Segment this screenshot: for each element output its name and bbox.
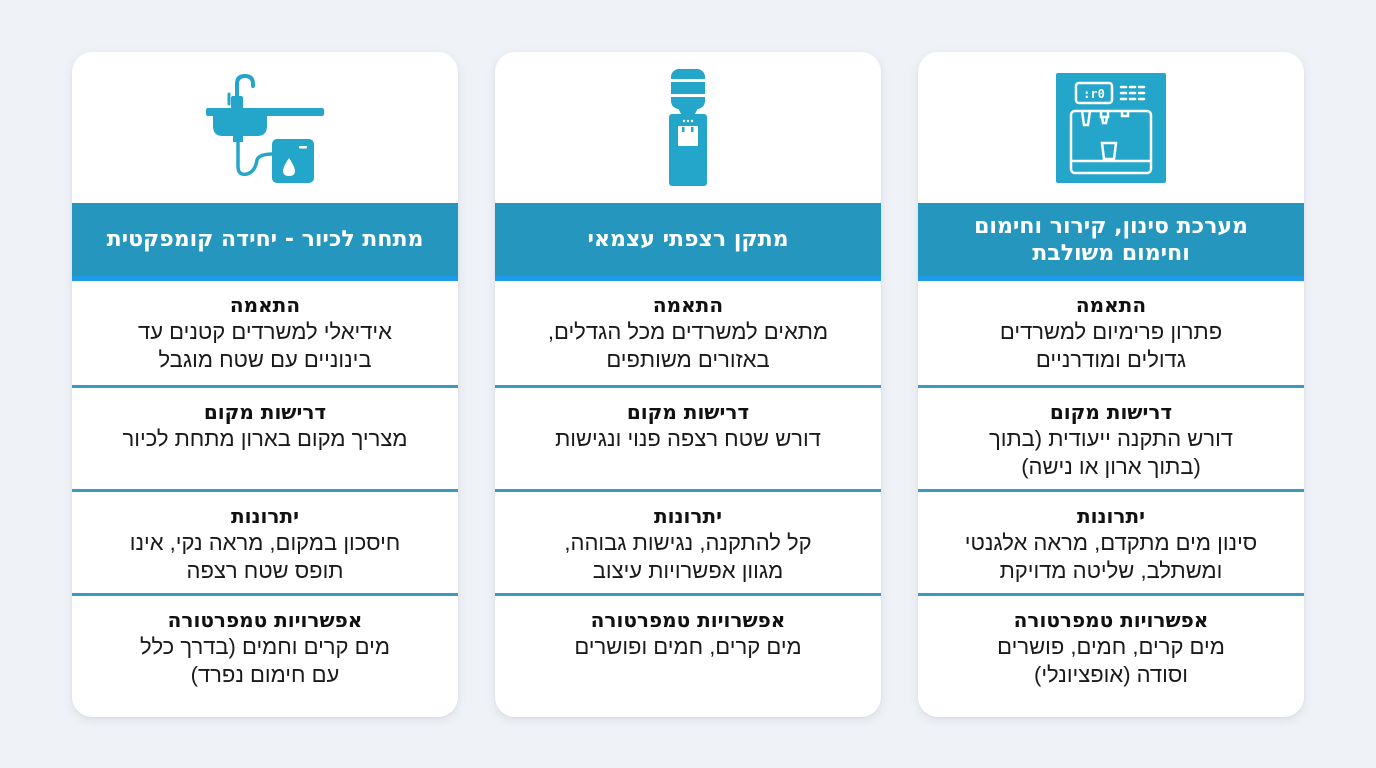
section-text: דורש שטח רצפה פנוי ונגישות (555, 426, 821, 451)
section-title: התאמה (229, 293, 301, 317)
section-text: מתאים למשרדים מכל הגדלים, באזורים משותפי… (547, 319, 829, 372)
section-title: יתרונות (1076, 504, 1146, 528)
section-text: חיסכון במקום, מראה נקי, אינו תופס שטח רצ… (129, 530, 401, 583)
section-temperature-options: אפשרויות טמפרטורה מים קרים, חמים ופושרים (495, 596, 881, 717)
card-icon-area (72, 52, 458, 203)
comparison-cards: r0: מערכת סינון, קירור וחימום וחימום משו… (72, 52, 1304, 717)
section-text: קל להתקנה, נגישות גבוהה, מגוון אפשרויות … (564, 530, 812, 583)
svg-text:r0:: r0: (1083, 87, 1105, 101)
card-header: מתחת לכיור - יחידה קומפקטית (72, 203, 458, 281)
water-cooler-icon (668, 68, 708, 188)
card-integrated-system: r0: מערכת סינון, קירור וחימום וחימום משו… (918, 52, 1304, 717)
section-suitability: התאמה מתאים למשרדים מכל הגדלים, באזורים … (495, 281, 881, 388)
card-floor-dispenser: מתקן רצפתי עצמאי התאמה מתאים למשרדים מכל… (495, 52, 881, 717)
section-title: התאמה (652, 293, 724, 317)
card-icon-area (495, 52, 881, 203)
section-text: מים קרים, חמים, פושרים וסודה (אופציונלי) (997, 634, 1225, 687)
section-title: אפשרויות טמפרטורה (1013, 608, 1209, 632)
section-advantages: יתרונות קל להתקנה, נגישות גבוהה, מגוון א… (495, 492, 881, 596)
section-text: מים קרים וחמים (בדרך כלל עם חימום נפרד) (140, 634, 390, 687)
card-icon-area: r0: (918, 52, 1304, 203)
section-space-requirements: דרישות מקום דורש שטח רצפה פנוי ונגישות (495, 388, 881, 492)
section-temperature-options: אפשרויות טמפרטורה מים קרים וחמים (בדרך כ… (72, 596, 458, 717)
card-title: מתקן רצפתי עצמאי (587, 227, 789, 252)
card-header: מתקן רצפתי עצמאי (495, 203, 881, 281)
section-suitability: התאמה פתרון פרימיום למשרדים גדולים ומודר… (918, 281, 1304, 388)
section-title: אפשרויות טמפרטורה (590, 608, 786, 632)
section-title: דרישות מקום (626, 400, 750, 424)
under-sink-unit-icon (205, 72, 325, 184)
section-space-requirements: דרישות מקום דורש התקנה ייעודית (בתוך (בת… (918, 388, 1304, 492)
section-text: אידיאלי למשרדים קטנים עד בינוניים עם שטח… (138, 319, 392, 372)
section-advantages: יתרונות חיסכון במקום, מראה נקי, אינו תופ… (72, 492, 458, 596)
section-text: מים קרים, חמים ופושרים (574, 634, 802, 659)
section-title: אפשרויות טמפרטורה (167, 608, 363, 632)
section-title: יתרונות (230, 504, 300, 528)
section-title: יתרונות (653, 504, 723, 528)
section-text: מצריך מקום בארון מתחת לכיור (122, 426, 408, 451)
integrated-dispenser-icon: r0: (1056, 72, 1166, 183)
section-suitability: התאמה אידיאלי למשרדים קטנים עד בינוניים … (72, 281, 458, 388)
section-temperature-options: אפשרויות טמפרטורה מים קרים, חמים, פושרים… (918, 596, 1304, 717)
card-title: מתחת לכיור - יחידה קומפקטית (106, 227, 424, 252)
section-text: סינון מים מתקדם, מראה אלגנטי ומשתלב, שלי… (964, 530, 1258, 583)
section-title: דרישות מקום (1049, 400, 1173, 424)
section-advantages: יתרונות סינון מים מתקדם, מראה אלגנטי ומש… (918, 492, 1304, 596)
section-text: פתרון פרימיום למשרדים גדולים ומודרניים (999, 319, 1223, 372)
section-text: דורש התקנה ייעודית (בתוך (בתוך ארון או נ… (988, 426, 1233, 479)
card-header: מערכת סינון, קירור וחימום וחימום משולבת (918, 203, 1304, 281)
card-title: מערכת סינון, קירור וחימום וחימום משולבת (974, 213, 1248, 266)
section-title: דרישות מקום (203, 400, 327, 424)
section-space-requirements: דרישות מקום מצריך מקום בארון מתחת לכיור (72, 388, 458, 492)
section-title: התאמה (1075, 293, 1147, 317)
card-under-sink-unit: מתחת לכיור - יחידה קומפקטית התאמה אידיאל… (72, 52, 458, 717)
